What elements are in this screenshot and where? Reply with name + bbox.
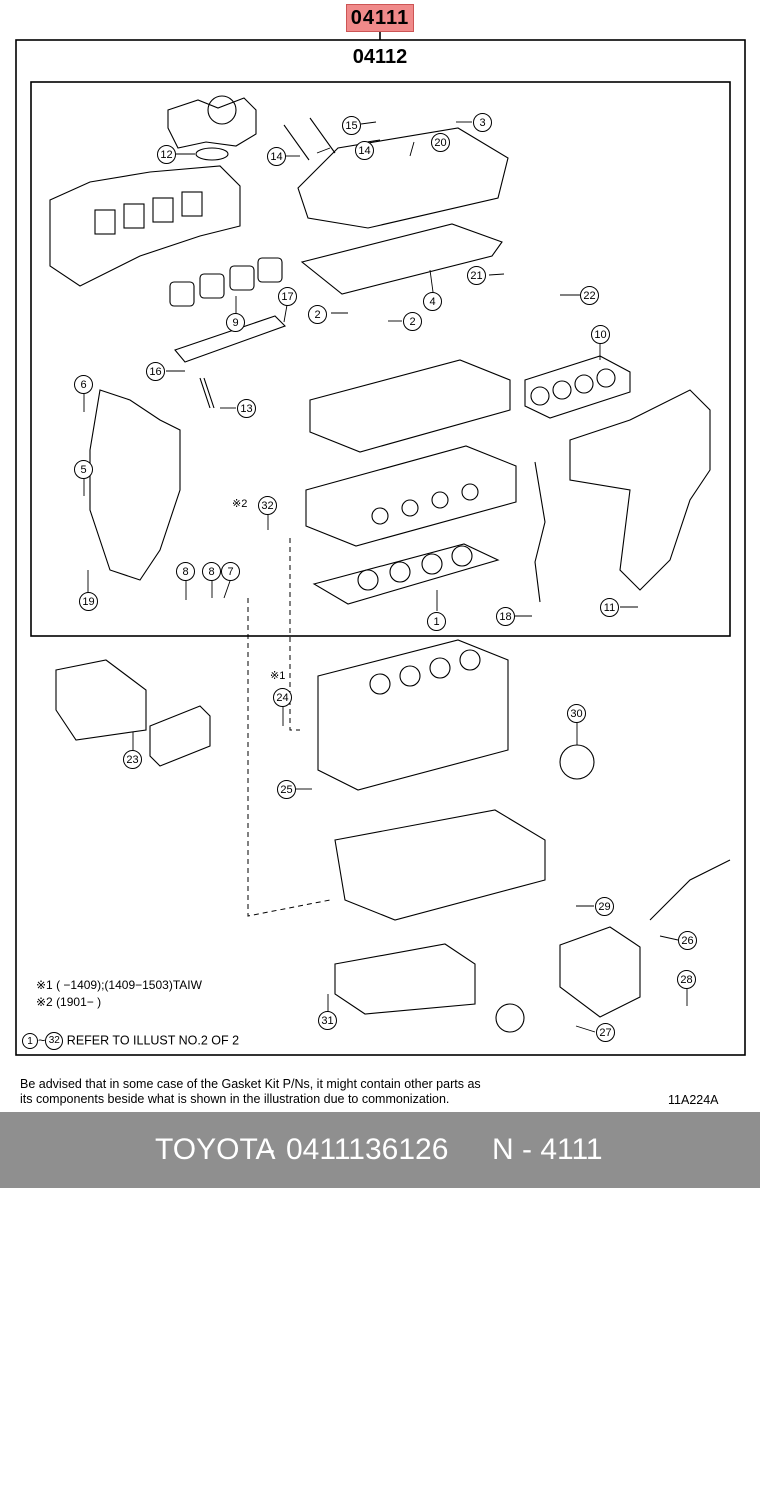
callout-17: 17: [278, 287, 297, 306]
mark-2-label: ※2: [232, 498, 248, 510]
dipstick-tube: [534, 461, 546, 603]
oil-pan-upper: [334, 809, 546, 921]
callout-9: 9: [226, 313, 245, 332]
footer-part-number: 0411136126: [286, 1133, 449, 1166]
callout-26: 26: [678, 931, 697, 950]
callout-23: 23: [123, 750, 142, 769]
refer-tilde: ~: [38, 1033, 46, 1048]
callout-2a: 2: [308, 305, 327, 324]
parts-diagram: [15, 30, 746, 1056]
advisory-line-1: Be advised that in some case of the Gask…: [20, 1077, 481, 1091]
footer-dash: -: [265, 1133, 275, 1166]
note-1: ※1 ( −1409);(1409−1503)TAIW: [36, 978, 202, 992]
callout-19: 19: [79, 592, 98, 611]
illustration-id: 11A224A: [668, 1093, 719, 1107]
callout-11: 11: [600, 598, 619, 617]
callout-16: 16: [146, 362, 165, 381]
callout-32: 32: [258, 496, 277, 515]
footer-brand: TOYOTA: [155, 1133, 276, 1166]
kit-code-04111: 04111: [346, 4, 414, 32]
callout-24: 24: [273, 688, 292, 707]
callout-13: 13: [237, 399, 256, 418]
callout-2b: 2: [403, 312, 422, 331]
cylinder-head: [305, 445, 517, 547]
callout-10: 10: [591, 325, 610, 344]
refer-text: REFER TO ILLUST NO.2 OF 2: [66, 1033, 240, 1048]
footer-bar: TOYOTA - 0411136126 N - 4111: [0, 1112, 760, 1188]
note-2: ※2 (1901− ): [36, 995, 102, 1009]
advisory-line-2: its components beside what is shown in t…: [20, 1092, 450, 1106]
kit-code-04112: 04112: [340, 46, 420, 69]
callout-31: 31: [318, 1011, 337, 1030]
mark-1-label: ※1: [270, 670, 286, 682]
oil-level-gauge: [649, 859, 731, 921]
callout-4: 4: [423, 292, 442, 311]
kit-inner-frame: [30, 81, 731, 637]
callout-22: 22: [580, 286, 599, 305]
engine-block: [317, 639, 509, 791]
callout-3: 3: [473, 113, 492, 132]
kit-outer-frame: [15, 39, 746, 1056]
callout-25: 25: [277, 780, 296, 799]
callout-29: 29: [595, 897, 614, 916]
advisory-text: Be advised that in some case of the Gask…: [20, 1077, 481, 1107]
head-cover-gasket: [300, 223, 503, 295]
callout-14a: 14: [267, 147, 286, 166]
head-cover: [297, 127, 509, 229]
head-gasket: [312, 543, 500, 605]
callout-12: 12: [157, 145, 176, 164]
cam-housing: [309, 359, 511, 453]
throttle-body: [167, 97, 257, 149]
callout-30: 30: [567, 704, 586, 723]
rear-oil-seal: [559, 744, 595, 780]
callout-14b: 14: [355, 141, 374, 160]
refer-circle-from: 1: [22, 1033, 38, 1049]
callout-28: 28: [677, 970, 696, 989]
notes: ※1 ( −1409);(1409−1503)TAIW ※2 (1901− ): [36, 977, 202, 1011]
callout-20: 20: [431, 133, 450, 152]
refer-note: 1~32 REFER TO ILLUST NO.2 OF 2: [22, 1032, 239, 1050]
timing-cover: [89, 389, 181, 581]
callout-21: 21: [467, 266, 486, 285]
water-pump: [559, 926, 641, 1018]
callout-7: 7: [221, 562, 240, 581]
callout-5: 5: [74, 460, 93, 479]
callout-27: 27: [596, 1023, 615, 1042]
callout-6: 6: [74, 375, 93, 394]
oil-pan-lower: [334, 943, 476, 1015]
callout-8a: 8: [176, 562, 195, 581]
callout-15: 15: [342, 116, 361, 135]
callout-8b: 8: [202, 562, 221, 581]
intake-manifold: [49, 165, 241, 287]
exhaust-manifold: [569, 389, 711, 591]
callout-18: 18: [496, 607, 515, 626]
callout-1: 1: [427, 612, 446, 631]
refer-circle-to: 32: [45, 1032, 64, 1050]
footer-ref: N - 4111: [492, 1133, 603, 1166]
